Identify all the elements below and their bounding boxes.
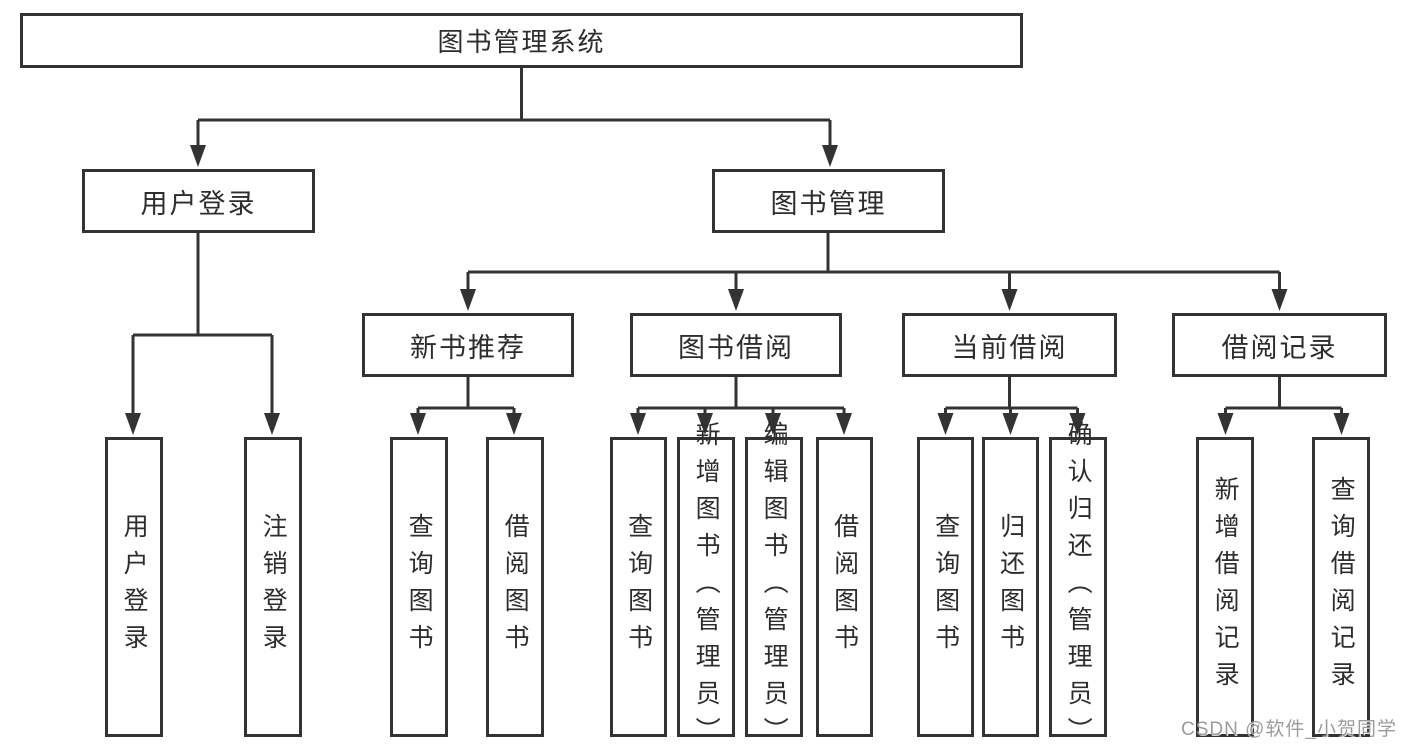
node-new-book-recommend: 新书推荐 xyxy=(362,313,574,377)
leaf-edit-book-admin: 编辑图书（管理员） xyxy=(745,421,803,747)
node-book-management: 图书管理 xyxy=(712,169,945,233)
leaf-confirm-return-admin: 确认归还（管理员） xyxy=(1049,421,1107,747)
node-label: 借阅记录 xyxy=(1221,332,1338,363)
leaf-borrow-books-recommend: 借阅图书 xyxy=(486,437,544,737)
leaf-label: 编辑图书（管理员） xyxy=(760,420,789,747)
leaf-return-book: 归还图书 xyxy=(982,437,1039,737)
leaf-query-books-current: 查询图书 xyxy=(917,437,974,737)
leaf-add-book-admin: 新增图书（管理员） xyxy=(677,421,735,747)
node-label: 新书推荐 xyxy=(410,332,526,363)
node-borrow-records: 借阅记录 xyxy=(1172,313,1387,377)
leaf-query-borrow-record: 查询借阅记录 xyxy=(1312,437,1370,737)
node-user-login: 用户登录 xyxy=(82,169,315,233)
leaf-add-borrow-record: 新增借阅记录 xyxy=(1196,437,1254,737)
node-label: 图书管理系统 xyxy=(437,27,606,57)
node-library-management-system: 图书管理系统 xyxy=(20,13,1023,68)
node-current-borrow: 当前借阅 xyxy=(902,313,1117,377)
leaf-label: 归还图书 xyxy=(996,513,1025,661)
node-book-borrow: 图书借阅 xyxy=(630,313,842,377)
node-label: 图书管理 xyxy=(770,188,887,219)
leaf-query-books-recommend: 查询图书 xyxy=(390,437,448,737)
csdn-watermark: CSDN @软件_小贺同学 xyxy=(1181,719,1397,740)
leaf-label: 注销登录 xyxy=(259,513,288,661)
leaf-label: 查询图书 xyxy=(405,513,434,661)
connector-arrowheads xyxy=(125,145,1350,435)
leaf-label: 借阅图书 xyxy=(830,513,859,661)
leaf-label: 确认归还（管理员） xyxy=(1064,420,1093,747)
leaf-label: 借阅图书 xyxy=(501,513,530,661)
node-label: 当前借阅 xyxy=(951,332,1068,363)
leaf-label: 新增借阅记录 xyxy=(1211,476,1240,698)
leaf-borrow-books: 借阅图书 xyxy=(816,437,873,737)
leaf-label: 新增图书（管理员） xyxy=(692,420,721,747)
node-label: 用户登录 xyxy=(140,188,257,219)
leaf-user-login: 用户登录 xyxy=(105,437,163,737)
leaf-query-books-borrow: 查询图书 xyxy=(610,437,667,737)
leaf-label: 查询图书 xyxy=(931,513,960,661)
leaf-label: 用户登录 xyxy=(120,513,149,661)
leaf-logout: 注销登录 xyxy=(244,437,302,737)
node-label: 图书借阅 xyxy=(678,332,794,363)
leaf-label: 查询借阅记录 xyxy=(1327,476,1356,698)
leaf-label: 查询图书 xyxy=(624,513,653,661)
